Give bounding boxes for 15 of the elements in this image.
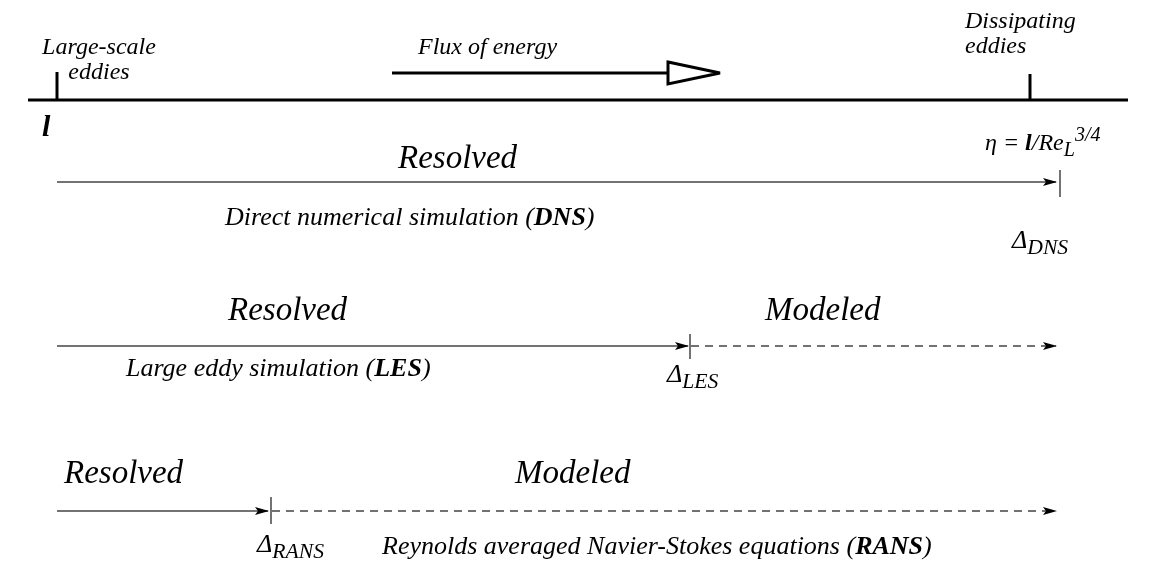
cutoff-label: Δ$_{LES}$ [667, 360, 719, 393]
region-label: Resolved [228, 292, 348, 327]
length-symbol: l [42, 110, 51, 142]
cutoff-label: Δ$_{DNS}$ [1012, 226, 1069, 259]
method-label: Reynolds averaged Navier-Stokes equations (RANS) [382, 532, 932, 560]
method-label: Large eddy simulation (LES) [126, 354, 431, 382]
scale-label: Large-scale eddies [41, 34, 157, 85]
region-label: Modeled [515, 455, 631, 490]
flux-label: Flux of energy [418, 34, 558, 60]
region-label: Modeled [765, 292, 881, 327]
method-label: Direct numerical simulation (DNS) [225, 203, 595, 231]
region-label: Resolved [398, 140, 518, 175]
region-label: Resolved [64, 455, 184, 490]
cutoff-label: Δ$_{RANS}$ [257, 530, 324, 563]
scale-label: Dissipating eddies [965, 8, 1077, 59]
